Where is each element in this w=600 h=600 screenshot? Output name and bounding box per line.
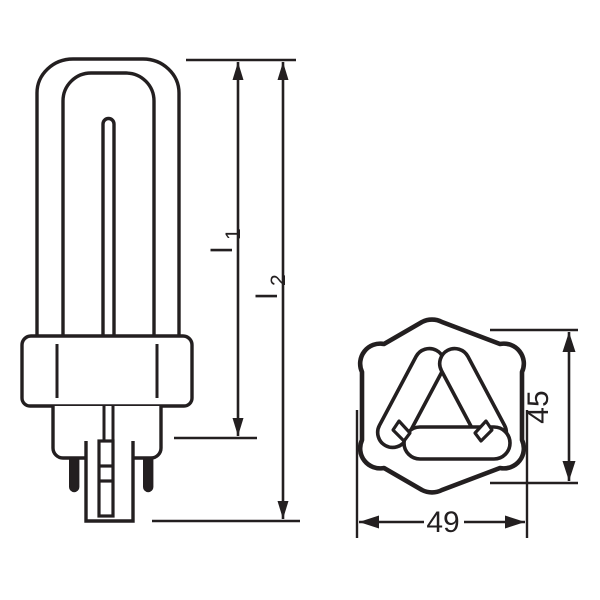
l1-arrowhead-bottom [232,418,244,436]
tube-leg-bottom [402,425,512,461]
l1-label-group: l 1 [206,228,245,253]
l2-arrowhead-bottom [277,501,289,519]
dimension-45: 45 [490,328,578,485]
center-tube-outline [101,116,116,345]
lamp-base-cap [20,334,194,408]
tube-leg-left [375,346,447,450]
l1-label-subscript: 1 [222,228,245,240]
l1-label-letter: l [206,247,239,254]
tube-bridge-right [473,419,494,443]
l2-label-letter: l [251,293,284,300]
l2-arrowhead-top [277,62,289,80]
l2-label-group: l 2 [251,274,290,299]
side-view-lamp [20,57,194,523]
dim49-arrowhead-left [359,515,379,529]
base-pin-4 [143,457,154,493]
dim49-label-backdrop [424,506,464,538]
base-key-inner-slot [97,439,115,518]
dimension-l2: l 2 [152,62,300,523]
dim45-arrowhead-top [562,332,576,352]
tube-bridge-left [391,419,412,443]
dim49-label: 49 [426,506,459,539]
l1-arrowhead-top [232,62,244,80]
tube-leg-left-group [375,346,447,450]
dimension-l1: l 1 [174,58,296,440]
l2-label-subscript: 2 [267,274,290,286]
dimension-49: 49 [355,410,529,539]
dim49-arrowhead-right [505,515,525,529]
end-view-lamp [357,317,527,495]
base-pin-1 [69,457,80,493]
end-view-hexagon-outline [357,317,527,495]
dim45-arrowhead-bottom [562,461,576,481]
